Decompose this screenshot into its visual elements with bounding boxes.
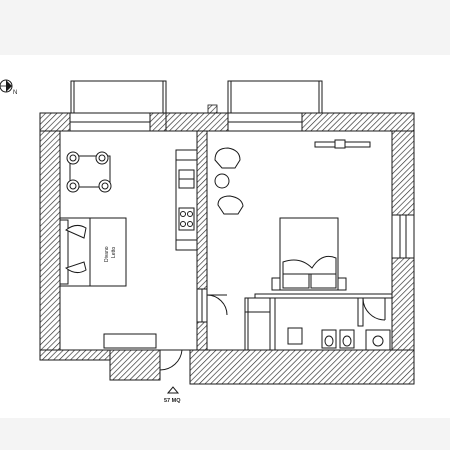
top-band <box>0 0 450 55</box>
area-label: 57 MQ <box>164 398 181 404</box>
sofa-label-line2: Letto <box>111 247 117 258</box>
bathroom-walls <box>244 293 393 351</box>
bathroom-fixtures <box>287 327 391 351</box>
dining-table <box>66 151 112 193</box>
bathroom-door <box>362 297 386 321</box>
interior-door <box>201 288 228 323</box>
balcony-right <box>227 80 323 114</box>
kitchen-counter <box>175 149 198 251</box>
north-label: N <box>13 90 17 96</box>
double-bed <box>271 217 347 291</box>
window-right <box>391 214 415 259</box>
flue <box>207 104 218 114</box>
bottom-band <box>0 418 450 450</box>
balcony-left <box>70 80 167 114</box>
sofa-label-line1: Divano <box>104 246 110 262</box>
bedroom-chairs <box>214 147 244 215</box>
triangle-icon <box>166 386 180 394</box>
living-bottom-counter <box>103 333 157 349</box>
compass-icon <box>0 79 13 93</box>
entrance-door <box>159 349 183 371</box>
sofa-bed <box>59 217 127 287</box>
bedroom-desk <box>314 139 371 149</box>
